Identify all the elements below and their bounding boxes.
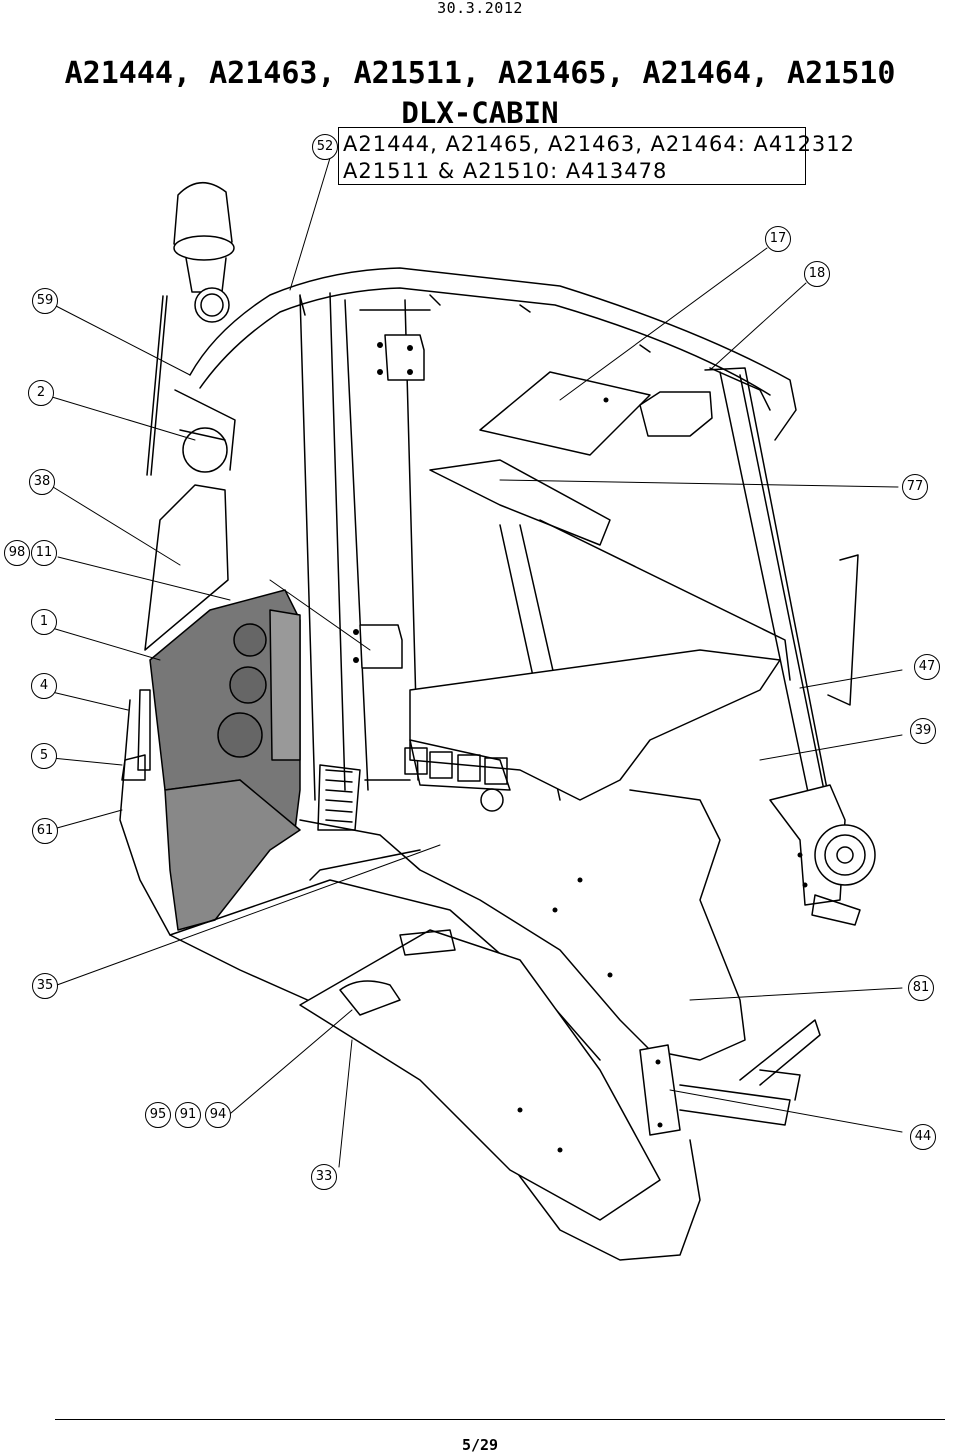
callout-61: 61 [32, 818, 58, 844]
blower-motor [769, 784, 876, 926]
document-date: 30.3.2012 [437, 0, 523, 17]
side-window-frame [144, 389, 236, 651]
rear-cross-member [429, 459, 859, 801]
fastener-holes [353, 342, 808, 1153]
cabin-title: DLX-CABIN [401, 96, 559, 130]
rear-pillar-right [704, 367, 836, 841]
callout-98: 98 [4, 540, 30, 566]
floor-step-plate [299, 929, 661, 1221]
callout-11: 11 [31, 540, 57, 566]
callout-39: 39 [910, 718, 936, 744]
callout-59: 59 [32, 288, 58, 314]
callout-38: 38 [29, 469, 55, 495]
callout-95: 95 [145, 1102, 171, 1128]
callout-18: 18 [804, 261, 830, 287]
callout-1: 1 [31, 609, 57, 635]
callout-17: 17 [765, 226, 791, 252]
note-line-2: A21511 & A21510: A413478 [343, 159, 668, 183]
callout-81: 81 [908, 975, 934, 1001]
note-line-1: A21444, A21465, A21463, A21464: A412312 [343, 132, 856, 156]
page-number: 5/29 [461, 1436, 499, 1454]
beacon-lamp [173, 182, 235, 323]
callout-5: 5 [31, 743, 57, 769]
footer-rule [55, 1419, 945, 1420]
callout-91: 91 [175, 1102, 201, 1128]
part-number-note: A21444, A21465, A21463, A21464: A412312 … [338, 127, 856, 185]
model-list-title: A21444, A21463, A21511, A21465, A21464, … [64, 56, 896, 91]
roof-hatch [479, 371, 651, 456]
dashboard-panel [121, 589, 301, 931]
roof-frame [189, 267, 797, 441]
callout-47: 47 [914, 654, 940, 680]
callout-94: 94 [205, 1102, 231, 1128]
front-console [404, 649, 781, 812]
callout-52: 52 [312, 134, 338, 160]
leader-lines [51, 157, 903, 1168]
door-hinge [359, 334, 425, 669]
callout-2: 2 [28, 380, 54, 406]
interior-light [639, 391, 713, 437]
callout-35: 35 [32, 973, 58, 999]
antenna [146, 295, 168, 476]
rear-lower-bracket [639, 1019, 821, 1136]
callout-77: 77 [902, 474, 928, 500]
callout-33: 33 [311, 1164, 337, 1190]
callout-4: 4 [31, 673, 57, 699]
callout-44: 44 [910, 1124, 936, 1150]
